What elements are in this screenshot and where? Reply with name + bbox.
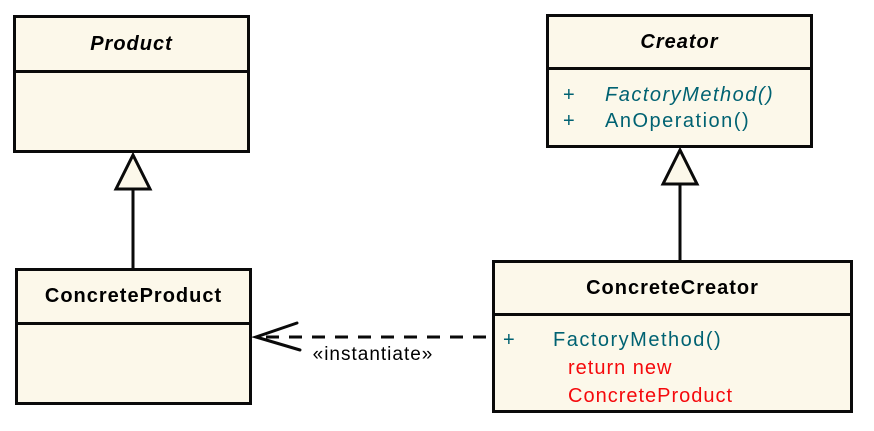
method-name: FactoryMethod() xyxy=(553,329,723,351)
method-factorymethod-abstract: + FactoryMethod() xyxy=(549,82,810,108)
class-box-product: Product xyxy=(13,15,250,153)
class-title-concrete-product: ConcreteProduct xyxy=(18,271,249,325)
annotation-concrete-product: ConcreteProduct xyxy=(568,385,734,407)
class-title-concrete-creator: ConcreteCreator xyxy=(495,263,850,316)
annotation-return-new: return new xyxy=(568,357,673,379)
method-visibility: + xyxy=(503,329,517,351)
class-body-creator: + FactoryMethod() + AnOperation() xyxy=(549,70,810,134)
class-box-concrete-creator: ConcreteCreator + FactoryMethod() return… xyxy=(492,260,853,413)
method-factorymethod-concrete: + FactoryMethod() xyxy=(495,326,850,354)
class-body-concrete-creator: + FactoryMethod() return new ConcretePro… xyxy=(495,316,850,410)
class-box-creator: Creator + FactoryMethod() + AnOperation(… xyxy=(546,14,813,148)
method-visibility: + xyxy=(563,84,577,106)
class-box-concrete-product: ConcreteProduct xyxy=(15,268,252,405)
class-title-product: Product xyxy=(16,18,247,73)
method-name: FactoryMethod() xyxy=(605,84,775,106)
generalization-arrow-product xyxy=(113,151,153,269)
instantiate-label: «instantiate» xyxy=(312,344,434,365)
class-title-creator: Creator xyxy=(549,17,810,70)
generalization-arrow-creator xyxy=(660,146,700,261)
method-visibility: + xyxy=(563,110,577,132)
method-name: AnOperation() xyxy=(605,110,751,132)
method-anoperation: + AnOperation() xyxy=(549,108,810,134)
instantiate-dependency-arrow xyxy=(251,321,492,352)
